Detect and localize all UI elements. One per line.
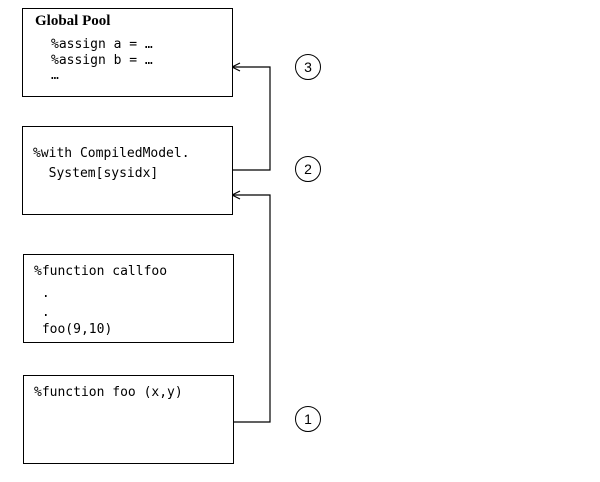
callfoo-line-1: %function callfoo: [34, 264, 168, 279]
compiled-model-line-1: %with CompiledModel.: [33, 146, 190, 161]
callfoo-line-4: foo(9,10): [34, 322, 113, 337]
global-pool-box: Global Pool %assign a = … %assign b = … …: [22, 8, 233, 97]
arrow-compiledmodel-to-globalpool: [232, 67, 271, 171]
global-pool-line-2: %assign b = …: [51, 53, 153, 68]
compiled-model-box: %with CompiledModel. System[sysidx]: [22, 126, 233, 215]
arrow-foo-to-compiledmodel: [230, 195, 271, 423]
compiled-model-line-2: System[sysidx]: [33, 166, 159, 181]
foo-line-1: %function foo (x,y): [34, 385, 183, 400]
step-2-circle: 2: [295, 156, 321, 182]
global-pool-line-1: %assign a = …: [51, 37, 153, 52]
callfoo-line-3: .: [34, 305, 50, 320]
global-pool-line-3: …: [51, 68, 59, 83]
step-3-circle: 3: [295, 54, 321, 80]
callfoo-box: %function callfoo . . foo(9,10): [23, 254, 234, 343]
step-1-circle: 1: [295, 406, 321, 432]
foo-box: %function foo (x,y): [23, 375, 234, 464]
global-pool-title: Global Pool: [35, 13, 111, 29]
callfoo-line-2: .: [34, 286, 50, 301]
